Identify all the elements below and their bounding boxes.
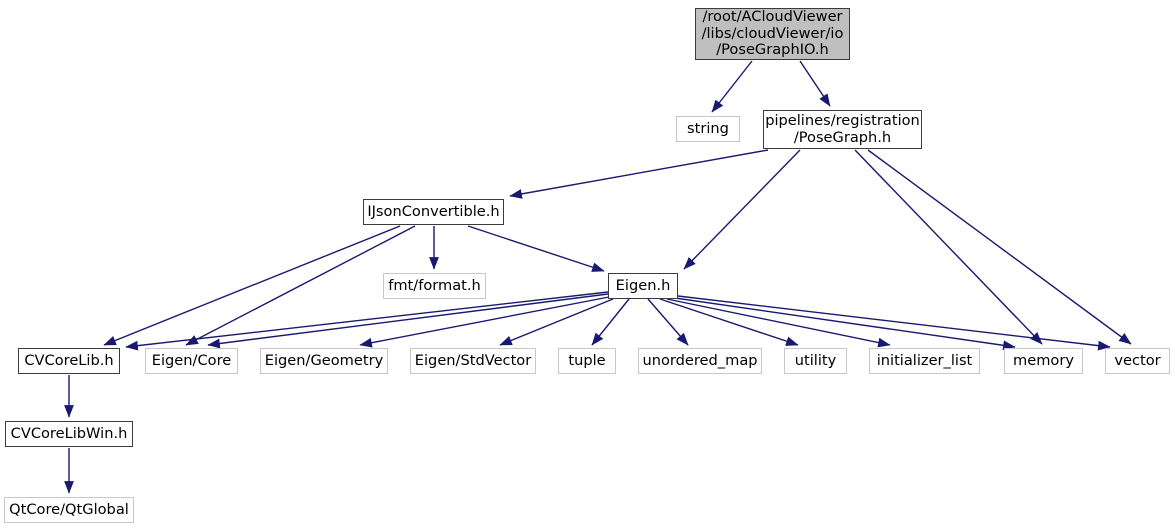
node-eigenstdvector[interactable]: Eigen/StdVector	[410, 348, 536, 374]
node-label-tuple: tuple	[568, 351, 606, 369]
node-cvcorelib[interactable]: CVCoreLib.h	[18, 348, 120, 374]
node-label-root: /root/ACloudViewer /libs/cloudViewer/io …	[701, 8, 844, 59]
node-cvcorelibwin[interactable]: CVCoreLibWin.h	[5, 421, 133, 447]
edge-posegraph-to-vector	[867, 149, 1132, 345]
edge-eigen-to-cvcorelib	[125, 291, 609, 351]
edge-eigen-to-eigengeometry	[359, 296, 610, 348]
node-label-qtcoreqtglobal: QtCore/QtGlobal	[9, 500, 129, 518]
node-label-eigengeometry: Eigen/Geometry	[264, 351, 384, 369]
node-tuple[interactable]: tuple	[558, 348, 616, 374]
edge-ijsonconvertible-to-eigencore	[185, 225, 416, 346]
edge-eigen-to-initializer_list	[666, 298, 891, 348]
node-label-eigen: Eigen.h	[615, 276, 671, 294]
node-eigencore[interactable]: Eigen/Core	[145, 348, 238, 374]
node-label-eigenstdvector: Eigen/StdVector	[414, 351, 532, 369]
node-vector[interactable]: vector	[1105, 348, 1170, 374]
node-utility[interactable]: utility	[784, 348, 847, 374]
node-label-vector: vector	[1114, 351, 1161, 369]
node-label-cvcorelib: CVCoreLib.h	[24, 351, 114, 369]
node-label-initializer_list: initializer_list	[876, 351, 973, 369]
edge-root-to-posegraph	[799, 60, 831, 107]
edge-ijsonconvertible-to-eigen	[467, 225, 605, 272]
node-label-cvcorelibwin: CVCoreLibWin.h	[10, 424, 128, 442]
edge-eigen-to-tuple	[591, 298, 630, 346]
node-label-string: string	[687, 119, 729, 137]
node-memory[interactable]: memory	[1004, 348, 1083, 374]
node-qtcoreqtglobal[interactable]: QtCore/QtGlobal	[4, 497, 134, 523]
node-label-memory: memory	[1013, 351, 1074, 369]
edge-root-to-string	[711, 60, 753, 113]
node-initializer_list[interactable]: initializer_list	[869, 348, 980, 374]
edge-posegraph-to-eigen	[683, 149, 801, 270]
edge-eigen-to-unordered_map	[647, 298, 689, 346]
node-ijsonconvertible[interactable]: IJsonConvertible.h	[363, 199, 504, 225]
node-root[interactable]: /root/ACloudViewer /libs/cloudViewer/io …	[695, 8, 850, 60]
node-fmtformat[interactable]: fmt/format.h	[383, 273, 486, 299]
node-posegraph[interactable]: pipelines/registration /PoseGraph.h	[763, 110, 922, 149]
edges-group	[64, 60, 1132, 494]
edge-posegraph-to-ijsonconvertible	[509, 149, 769, 199]
node-label-eigencore: Eigen/Core	[151, 351, 232, 369]
node-label-posegraph: pipelines/registration /PoseGraph.h	[765, 112, 920, 146]
node-label-utility: utility	[794, 351, 837, 369]
edge-ijsonconvertible-to-cvcorelib	[103, 225, 401, 346]
edge-eigen-to-memory	[674, 297, 1016, 351]
node-eigengeometry[interactable]: Eigen/Geometry	[260, 348, 388, 374]
edge-eigen-to-eigenstdvector	[499, 298, 614, 346]
node-label-unordered_map: unordered_map	[642, 351, 758, 369]
edge-eigen-to-eigencore	[207, 293, 609, 349]
edge-eigen-to-utility	[659, 298, 799, 346]
node-eigen[interactable]: Eigen.h	[608, 273, 678, 299]
node-label-fmtformat: fmt/format.h	[388, 276, 481, 294]
node-label-ijsonconvertible: IJsonConvertible.h	[367, 202, 500, 220]
edge-eigen-to-vector	[677, 295, 1111, 351]
node-unordered_map[interactable]: unordered_map	[638, 348, 762, 374]
edge-posegraph-to-memory	[854, 149, 1043, 345]
node-string[interactable]: string	[676, 116, 740, 142]
